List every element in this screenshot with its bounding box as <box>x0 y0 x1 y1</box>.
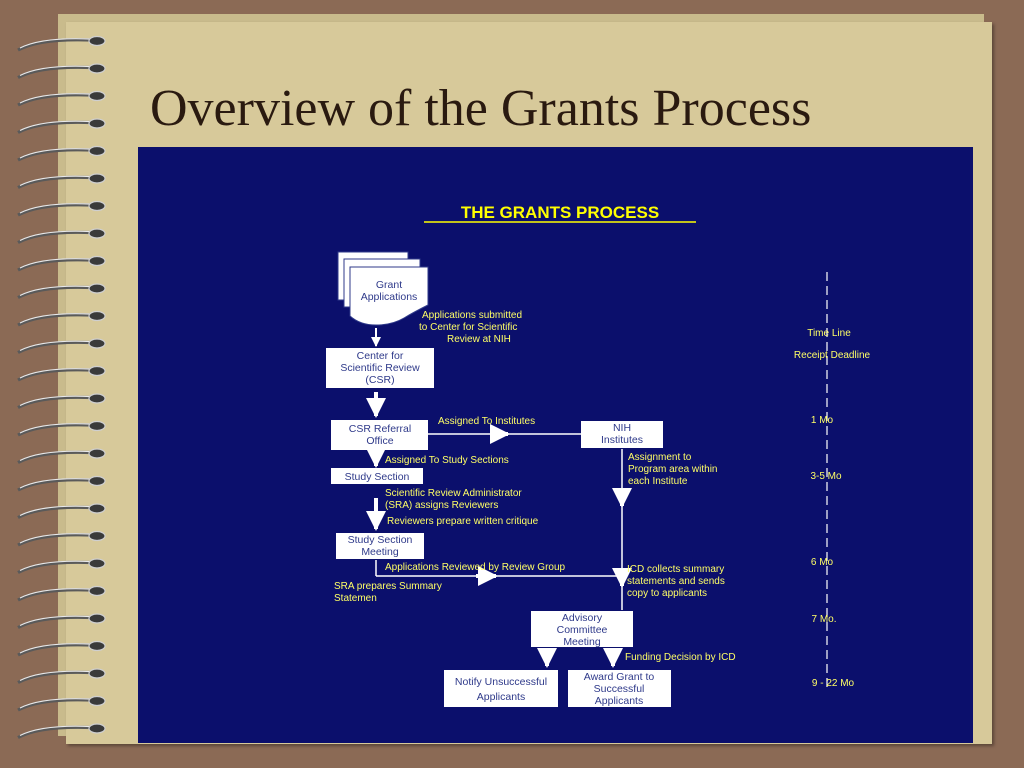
study-section-meeting-line-1: Study Section <box>348 534 413 546</box>
binding-ring <box>17 668 106 684</box>
annot-submitted-1: Applications submitted <box>422 310 522 321</box>
study-section-meeting-box: Study Section Meeting <box>336 533 424 559</box>
notify-unsuccessful-box: Notify Unsuccessful Applicants <box>444 670 558 707</box>
grant-applications-line-1: Grant <box>376 279 402 291</box>
diagram-panel: THE GRANTS PROCESS Grant Applications Ce… <box>138 147 973 743</box>
annot-submitted-3: Review at NIH <box>447 334 511 345</box>
advisory-committee-box: Advisory Committee Meeting <box>531 611 633 648</box>
annot-assigned-study: Assigned To Study Sections <box>385 455 509 466</box>
annot-assignment-1: Assignment to <box>628 452 692 463</box>
annot-icd-collects-2: statements and sends <box>627 576 725 587</box>
advisory-line-3: Meeting <box>563 636 601 648</box>
binding-ring <box>17 63 106 79</box>
annot-icd-collects-1: ICD collects summary <box>627 564 724 575</box>
binding-ring <box>17 420 106 437</box>
timeline-receipt: Receipt Deadline <box>794 350 871 361</box>
timeline-9-22mo: 9 - 22 Mo <box>812 678 855 689</box>
binding-ring <box>17 448 106 464</box>
nih-institutes-box: NIH Institutes <box>581 421 663 448</box>
annotations: Applications submitted to Center for Sci… <box>334 310 736 663</box>
annot-reviewers-prepare: Reviewers prepare written critique <box>387 516 539 527</box>
binding-ring <box>17 365 106 382</box>
binding-ring <box>17 530 106 547</box>
annot-sra-prepares-2: Statemen <box>334 593 377 604</box>
binding-ring <box>17 90 106 107</box>
binding-ring <box>17 585 106 602</box>
binding-ring <box>17 118 106 134</box>
binding-ring <box>17 613 106 629</box>
binding-ring <box>17 503 106 519</box>
timeline-3-5mo: 3-5 Mo <box>810 471 842 482</box>
binding-ring <box>17 283 106 299</box>
grant-applications-line-2: Applications <box>361 291 418 303</box>
binding-ring <box>17 640 106 657</box>
timeline-6mo: 6 Mo <box>811 557 834 568</box>
award-line-1: Award Grant to <box>584 671 655 683</box>
binding-ring <box>17 558 106 574</box>
binding-ring <box>17 695 106 712</box>
timeline-1mo: 1 Mo <box>811 415 834 426</box>
csr-line-3: (CSR) <box>365 374 394 386</box>
csr-line-1: Center for <box>357 350 404 362</box>
csr-line-2: Scientific Review <box>340 362 420 374</box>
binding-ring <box>17 393 106 409</box>
annot-sra-assigns-1: Scientific Review Administrator <box>385 488 522 499</box>
timeline-heading: Time Line <box>807 328 851 339</box>
award-grant-box: Award Grant to Successful Applicants <box>568 670 671 707</box>
binding-ring <box>17 200 106 217</box>
csr-referral-line-1: CSR Referral <box>349 423 411 435</box>
csr-box: Center for Scientific Review (CSR) <box>326 348 434 388</box>
nih-institutes-line-2: Institutes <box>601 434 643 446</box>
spiral-binding <box>17 35 106 739</box>
binding-ring <box>17 228 106 244</box>
grant-applications-node: Grant Applications <box>337 251 429 326</box>
flow-connectors <box>366 328 632 668</box>
page-title: Overview of the Grants Process <box>150 80 812 137</box>
notify-line-1: Notify Unsuccessful <box>455 676 547 688</box>
award-line-3: Applicants <box>595 695 643 707</box>
annot-icd-collects-3: copy to applicants <box>627 588 707 599</box>
binding-ring <box>17 475 106 492</box>
csr-referral-box: CSR Referral Office <box>331 420 428 450</box>
binding-ring <box>17 310 106 327</box>
binding-ring <box>17 35 106 52</box>
advisory-line-1: Advisory <box>562 612 603 624</box>
grants-process-diagram: THE GRANTS PROCESS Grant Applications Ce… <box>326 203 871 707</box>
study-section-meeting-line-2: Meeting <box>361 546 399 558</box>
study-section-line-1: Study Section <box>345 471 410 483</box>
notify-line-2: Applicants <box>477 691 525 703</box>
annot-assigned-institutes: Assigned To Institutes <box>438 416 535 427</box>
binding-ring <box>17 145 106 162</box>
annot-reviewed-by-group: Applications Reviewed by Review Group <box>385 562 566 573</box>
award-line-2: Successful <box>594 683 645 695</box>
diagram-title: THE GRANTS PROCESS <box>461 203 659 222</box>
annot-sra-prepares-1: SRA prepares Summary <box>334 581 442 592</box>
nih-institutes-line-1: NIH <box>613 422 631 434</box>
binding-ring <box>17 255 106 272</box>
annot-submitted-2: to Center for Scientific <box>419 322 517 333</box>
binding-ring <box>17 338 106 354</box>
annot-assignment-2: Program area within <box>628 464 717 475</box>
study-section-box: Study Section <box>331 468 423 484</box>
timeline-7mo: 7 Mo. <box>811 614 836 625</box>
csr-referral-line-2: Office <box>366 435 393 447</box>
annot-sra-assigns-2: (SRA) assigns Reviewers <box>385 500 498 511</box>
advisory-line-2: Committee <box>557 624 608 636</box>
annot-funding-decision: Funding Decision by ICD <box>625 652 736 663</box>
annot-assignment-3: each Institute <box>628 476 688 487</box>
binding-ring <box>17 173 106 189</box>
binding-ring <box>17 723 106 739</box>
timeline: Time Line Receipt Deadline 1 Mo 3-5 Mo 6… <box>794 272 871 690</box>
